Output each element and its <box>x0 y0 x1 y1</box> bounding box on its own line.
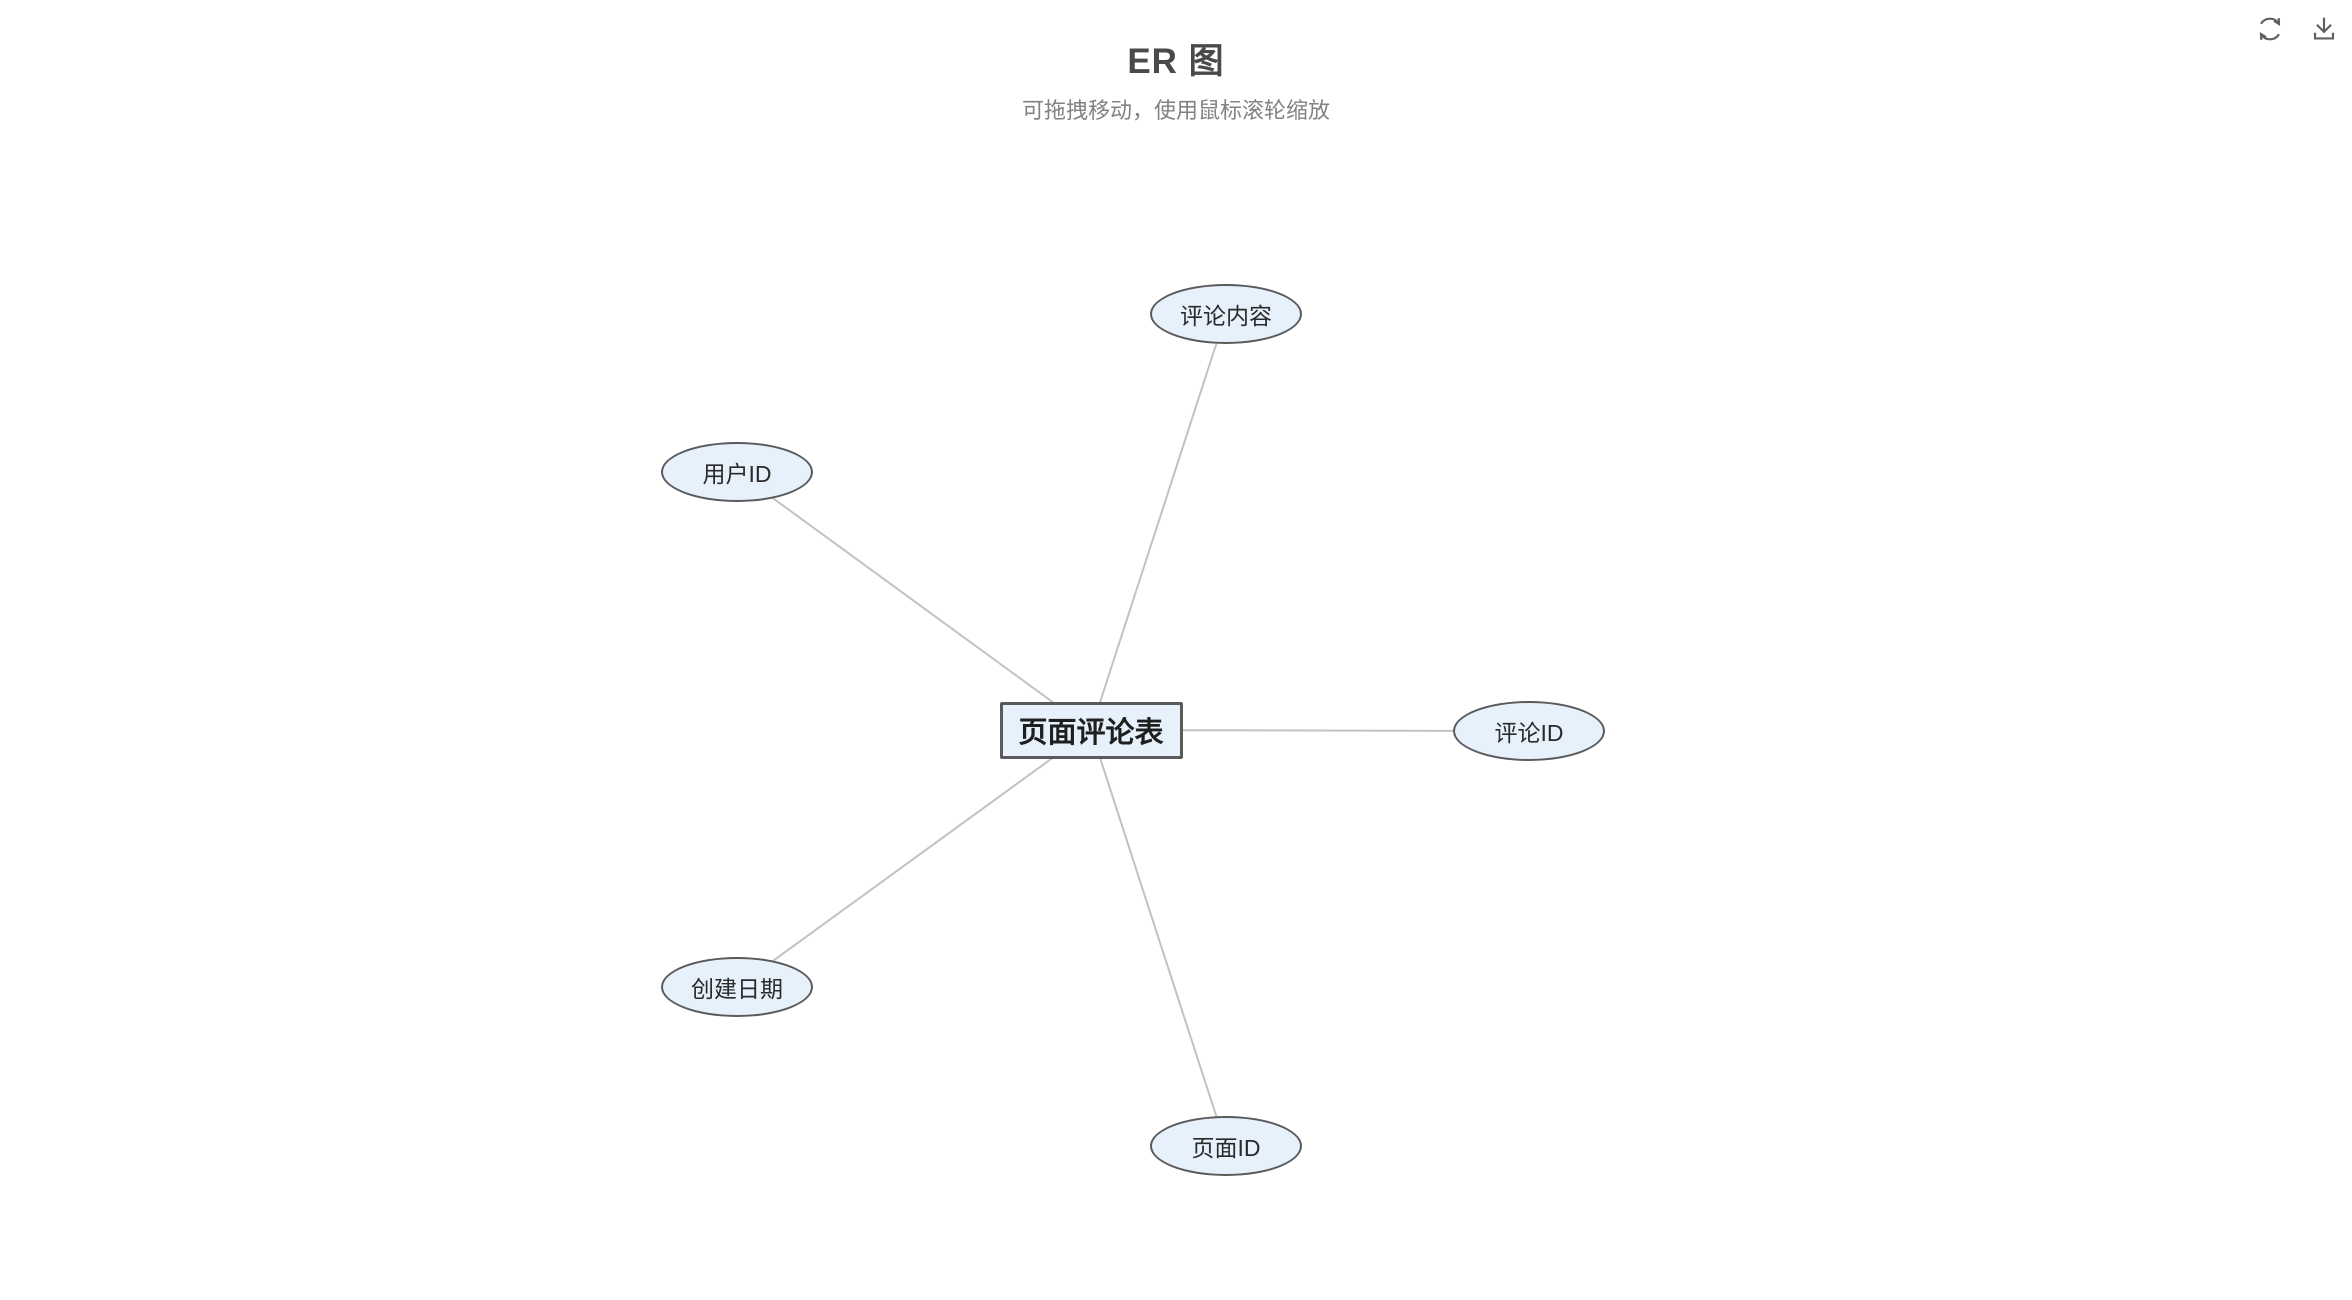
node-user-id[interactable]: 用户ID <box>661 442 813 502</box>
node-comment-id[interactable]: 评论ID <box>1453 701 1605 761</box>
refresh-icon <box>2253 12 2287 46</box>
refresh-button[interactable] <box>2253 12 2287 46</box>
node-comment-content[interactable]: 评论内容 <box>1150 284 1302 344</box>
node-page-comment-table[interactable]: 页面评论表 <box>999 701 1183 759</box>
download-icon <box>2307 12 2341 46</box>
node-created-date[interactable]: 创建日期 <box>661 957 813 1017</box>
edge-page-comment-table-user-id <box>736 471 1092 731</box>
edge-page-comment-table-comment-content <box>1090 313 1227 731</box>
download-button[interactable] <box>2307 12 2341 46</box>
edge-page-comment-table-page-id <box>1090 729 1227 1147</box>
node-page-id[interactable]: 页面ID <box>1150 1116 1302 1176</box>
toolbar <box>2253 12 2341 46</box>
edge-page-comment-table-created-date <box>736 729 1092 988</box>
